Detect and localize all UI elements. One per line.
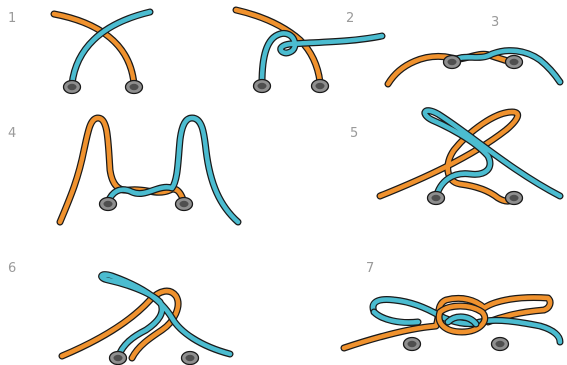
step-3-number: 3 [491,15,499,30]
step-7-panel: 7 [344,261,560,351]
step-4-number: 4 [8,126,16,141]
eyelet-right [312,80,329,93]
eyelet-right [506,56,523,69]
step-1-number: 1 [8,11,16,26]
step-5-panel: 5 [350,111,560,205]
step-2-panel: 2 [236,10,382,93]
orange-cord [60,118,184,222]
eyelet-left [64,81,81,94]
eyelet-left [110,352,127,365]
blue-cord [452,51,560,82]
eyelet-right [506,192,523,205]
step-1-panel: 1 [8,11,150,94]
blue-cord [108,118,238,222]
eyelet-left [404,338,421,351]
blue-cord [102,275,230,358]
step-5-number: 5 [350,126,358,141]
blue-cord [425,111,560,198]
eyelet-right [126,81,143,94]
step-6-number: 6 [8,261,16,276]
step-3-panel: 3 [388,15,560,84]
eyelet-left [100,198,117,211]
eyelet-left [428,192,445,205]
eyelet-right [176,198,193,211]
eyelet-left [444,56,461,69]
eyelet-right [182,352,199,365]
step-2-number: 2 [346,11,354,26]
step-4-panel: 4 [8,118,238,222]
eyelet-left [254,80,271,93]
step-6-panel: 6 [8,261,230,365]
step-7-number: 7 [366,261,374,276]
eyelet-right [492,338,509,351]
